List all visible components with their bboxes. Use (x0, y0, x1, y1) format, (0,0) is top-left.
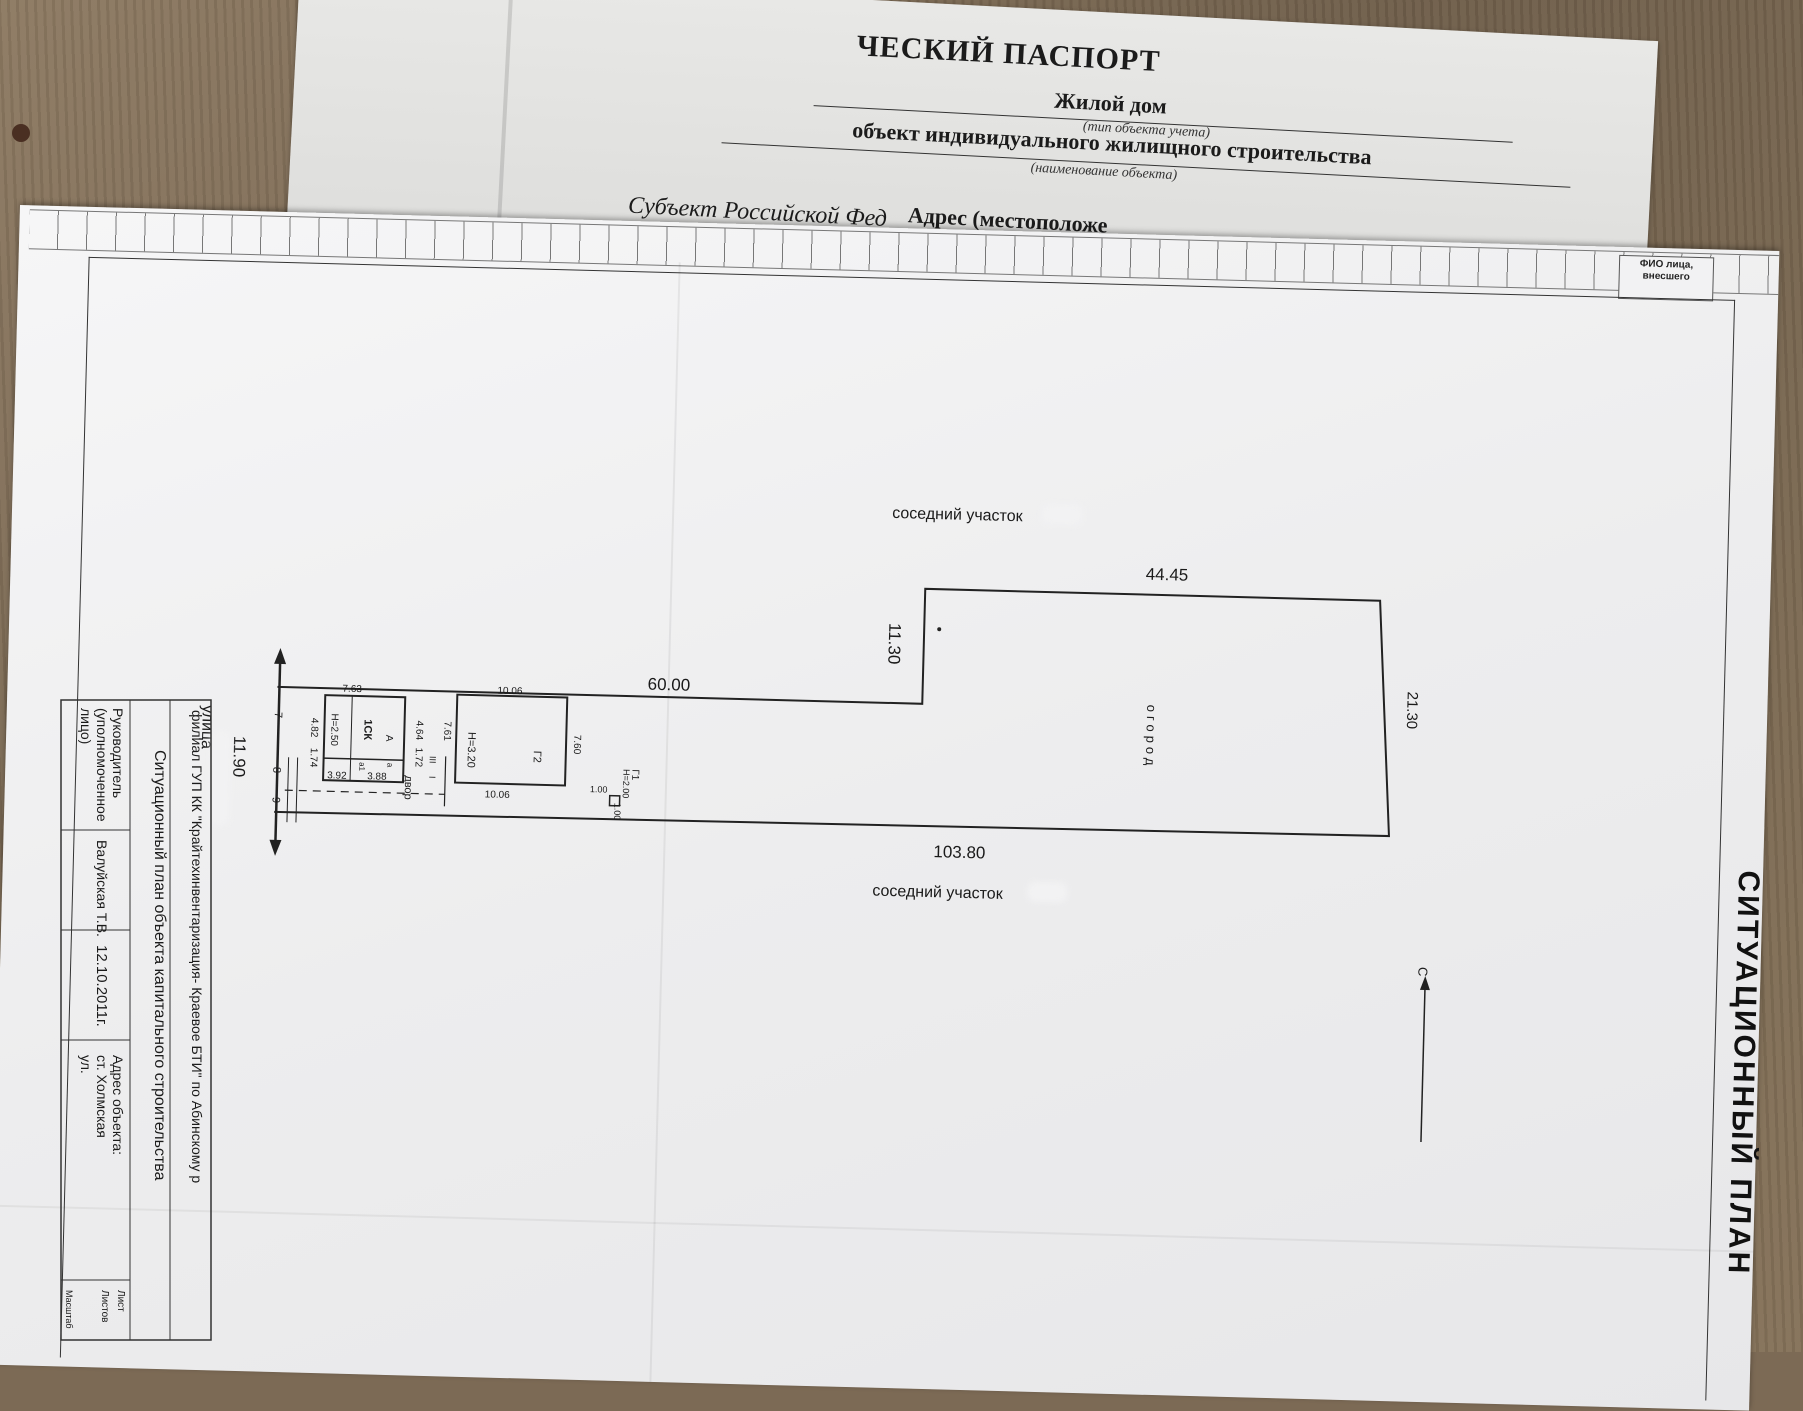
dim-top-long: 60.00 (647, 675, 690, 695)
plan-drawing: 60.00 44.45 11.30 21.30 103.80 11.90 ули… (198, 505, 1431, 1143)
g1-size-2: 1.00 (612, 803, 622, 821)
yard-line (284, 789, 445, 795)
dim-house-width: 7.63 (342, 684, 362, 696)
person-name: Валуйская Т.В. (94, 840, 110, 937)
marker-line (286, 757, 290, 823)
compass-label: С (1415, 967, 1430, 977)
title-block: филиал ГУП КК "Крайтехинвентаризация- Кр… (60, 690, 230, 1350)
house-height: Н=2.50 (328, 713, 340, 746)
dim-garage-right: 7.60 (571, 735, 583, 755)
dim-right-side: 21.30 (1403, 691, 1421, 729)
g1-height: Н=2.00 (621, 769, 632, 799)
g1-label: Г1 (629, 769, 640, 781)
house-label: 1СК (361, 719, 374, 740)
role-line-1: Руководитель (110, 708, 126, 799)
garage-outline (454, 693, 569, 787)
dim-house-c: 1.74 (307, 748, 319, 768)
compass-arrow (1420, 982, 1426, 1143)
marker-roman-1: I (427, 776, 437, 779)
yard-label: двор (402, 775, 415, 800)
dim-top-step: 44.45 (1145, 565, 1188, 585)
neighbor-top-label: соседний участок (892, 505, 1024, 525)
garage-height: Н=3.20 (464, 732, 477, 768)
g1-size: 1.00 (590, 784, 608, 794)
document-title: Ситуационный план объекта капитального с… (151, 750, 168, 1181)
title-block-grid (60, 699, 212, 1341)
point-marker (937, 627, 942, 632)
role-line-3: лицо) (78, 708, 94, 745)
street-line (273, 651, 282, 852)
house-partition (349, 695, 353, 781)
date: 12.10.2011г. (93, 945, 110, 1027)
situational-plan-sheet: ФИО лица, внесшего 60.00 44.45 11.30 21.… (0, 205, 1780, 1411)
dim-front: 11.90 (229, 736, 249, 778)
lot-boundary (274, 587, 1390, 838)
scale-label: Масштаб (64, 1290, 74, 1329)
address-line-1: Адрес объекта: (110, 1055, 126, 1156)
dim-house-b: 4.82 (308, 718, 320, 738)
marker-9: 9 (269, 797, 281, 803)
address-line-2: ст. Холмская (94, 1055, 110, 1138)
address-line-3: ул. (78, 1055, 94, 1074)
dim-bottom: 103.80 (933, 842, 985, 862)
arrow-icon (269, 839, 282, 856)
garage-label: Г2 (531, 751, 543, 763)
dim-house-a: 4.64 (413, 720, 425, 740)
redaction (1042, 503, 1083, 525)
dim-garage-top: 10.06 (497, 686, 523, 698)
object-type-value: Жилой дом (1053, 87, 1168, 119)
marker-a: а (385, 763, 394, 768)
dim-house-d: 1.72 (412, 747, 424, 767)
marker-roman-3: III (428, 756, 438, 764)
passport-title: ЧЕСКИЙ ПАСПОРТ (855, 29, 1162, 79)
role-line-2: (уполномоченное (94, 708, 110, 822)
wood-knot (12, 124, 30, 142)
dim-step-height: 11.30 (884, 623, 904, 665)
dim-garage-bottom: 10.06 (485, 789, 511, 801)
dim-house-f: 3.88 (367, 771, 387, 783)
marker-7: 7 (272, 712, 284, 718)
house-outline (322, 694, 407, 784)
house-letter: А (383, 735, 394, 742)
yard-line (443, 756, 447, 807)
marker-8: 8 (270, 767, 282, 773)
redaction (1027, 881, 1068, 903)
shed-outline (608, 794, 621, 807)
garden-label: огород (1143, 705, 1160, 770)
marker-a1: а1 (357, 762, 366, 772)
house-partition (323, 757, 404, 761)
neighbor-bottom-label: соседний участок (872, 883, 1004, 903)
marker-line (295, 757, 299, 823)
sheet-label: Лист (115, 1290, 126, 1312)
org-name: филиал ГУП КК "Крайтехинвентаризация- Кр… (189, 710, 205, 1184)
north-arrow-icon (1419, 976, 1430, 991)
arrow-icon (274, 647, 287, 665)
dim-house-e: 3.92 (327, 770, 347, 782)
sheets-label: Листов (99, 1290, 110, 1323)
dim-garage-left: 7.61 (441, 721, 453, 741)
